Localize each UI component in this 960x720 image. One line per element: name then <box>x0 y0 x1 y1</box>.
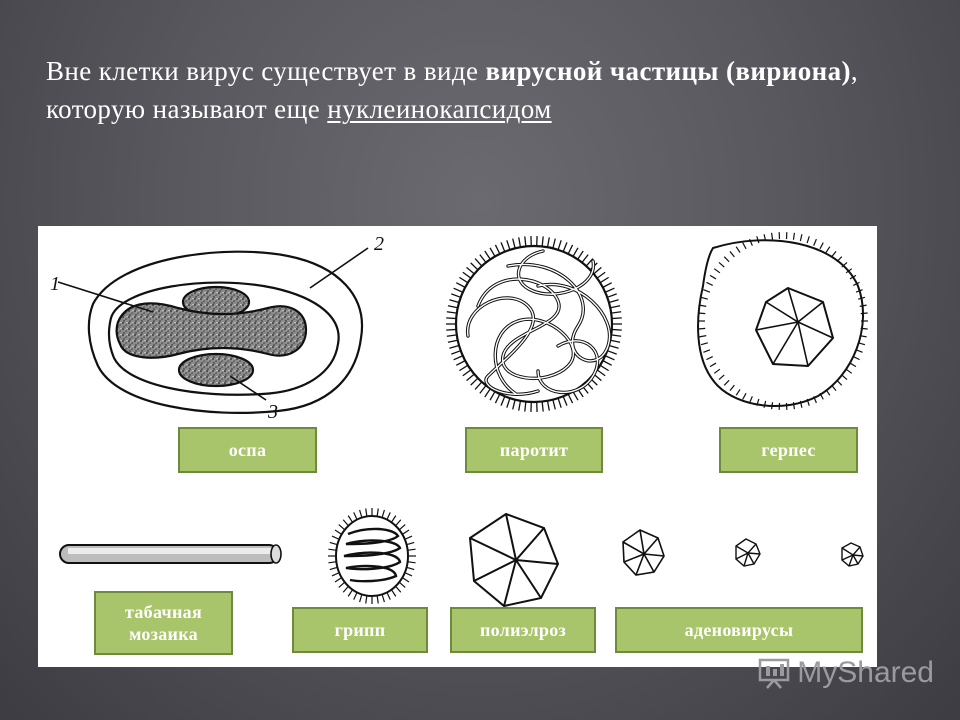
label-tabachnaya-line1: табачная <box>124 602 202 622</box>
label-parotit: паротит <box>465 427 603 473</box>
influenza-virus-drawing <box>328 508 416 604</box>
label-tabachnaya-line2: мозаика <box>129 624 198 644</box>
label-tabachnaya-mozaika: табачная мозаика <box>94 591 233 655</box>
label-polielroz: полиэлроз <box>450 607 596 653</box>
adenovirus-medium-drawing <box>735 538 761 567</box>
watermark-text: MyShared <box>797 656 934 689</box>
tobacco-mosaic-drawing <box>59 544 282 564</box>
label-ospa: оспа <box>178 427 317 473</box>
slide-text: Вне клетки вирус существует в виде вирус… <box>46 52 866 128</box>
watermark: MyShared <box>757 656 934 690</box>
pox-virus-drawing <box>57 247 369 414</box>
mumps-virus-drawing <box>446 236 622 412</box>
presentation-board-icon <box>759 658 790 689</box>
figure-number-3: 3 <box>267 401 278 423</box>
virus-drawings: 1 2 3 <box>50 232 868 608</box>
adenovirus-large-drawing <box>622 529 665 576</box>
polyhedrosis-drawing <box>468 512 560 608</box>
virus-figure-panel: 1 2 3 <box>38 226 877 667</box>
label-gerpes: герпес <box>719 427 858 473</box>
text-bold: вирусной частицы (вириона) <box>485 56 851 86</box>
label-adenovirusy: аденовирусы <box>615 607 863 653</box>
label-gripp: грипп <box>292 607 428 653</box>
herpes-virus-drawing <box>697 232 868 410</box>
text-part2: , которую называют еще <box>46 56 859 124</box>
adenovirus-small-drawing <box>841 542 864 567</box>
figure-number-2: 2 <box>374 233 384 255</box>
text-part1: Вне клетки вирус существует в виде <box>46 56 486 86</box>
text-underlined: нуклеинокапсидом <box>327 94 552 124</box>
figure-number-1: 1 <box>50 273 60 295</box>
